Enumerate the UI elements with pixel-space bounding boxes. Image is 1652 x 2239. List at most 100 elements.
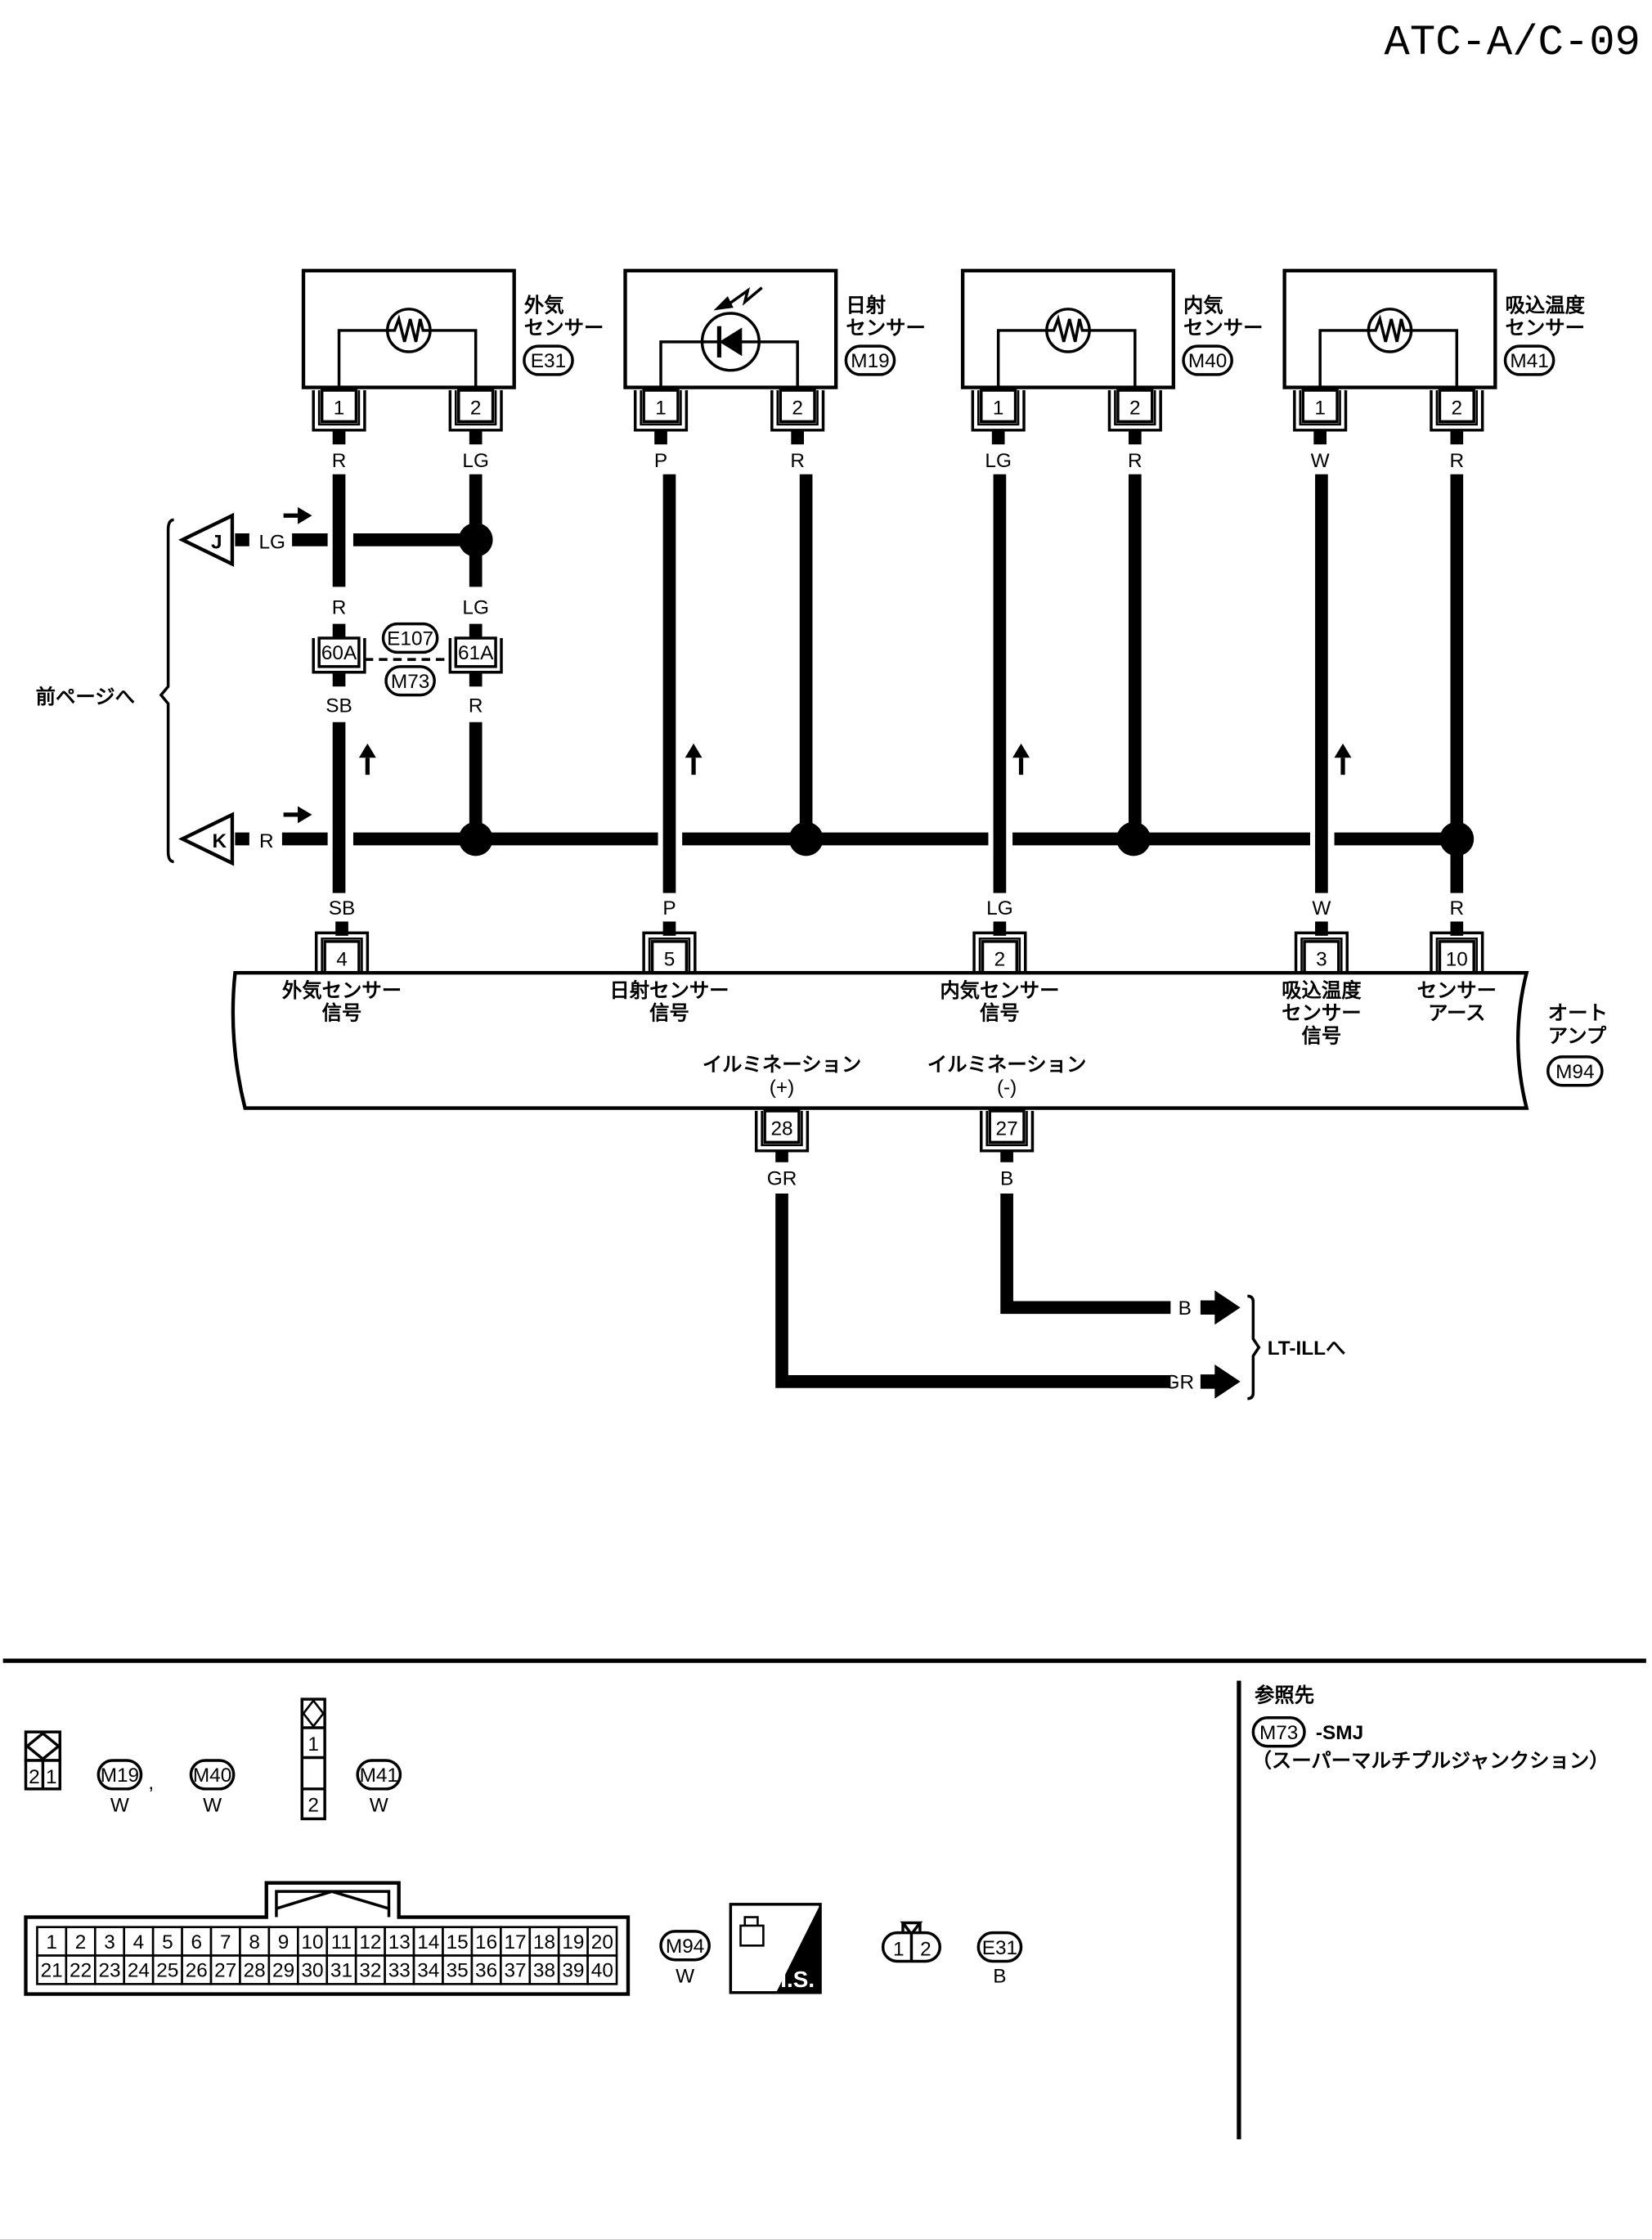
pin-number: 9 xyxy=(278,1931,290,1954)
sensor-name: センサー xyxy=(1506,317,1585,339)
wire-color-label: R xyxy=(1450,450,1465,472)
connector-e31-badge xyxy=(976,1931,1023,1963)
pin-box xyxy=(323,940,361,974)
pin-bracket xyxy=(1300,937,1343,973)
joint-pin-box xyxy=(454,636,497,668)
connector-j-icon xyxy=(178,512,235,567)
amp-connector-label: M94 xyxy=(1555,1061,1594,1083)
pin-box xyxy=(642,389,680,424)
wire-color-label: SB xyxy=(329,897,356,919)
illumination-label: イルミネーション xyxy=(703,1054,861,1076)
connector-m94-label: M94 xyxy=(666,1936,704,1958)
connector-e31-label: E31 xyxy=(982,1937,1017,1959)
arrow-up-icon xyxy=(1012,743,1030,758)
pin-number: 38 xyxy=(533,1960,555,1982)
separator: , xyxy=(148,1772,154,1794)
amp-terminal-label: 内気センサー xyxy=(940,979,1059,1002)
wire-color-label: P xyxy=(662,897,676,919)
illumination-polarity: (-) xyxy=(997,1077,1017,1099)
harness-side-icon xyxy=(776,1904,821,1993)
harness-side-label: H.S. xyxy=(770,1967,815,1992)
arrow-right-icon xyxy=(1200,1290,1241,1325)
connector-lock-icon xyxy=(275,1890,391,1918)
pin-number: 29 xyxy=(272,1960,294,1982)
sensor-connector-badge xyxy=(1503,344,1555,376)
wire-color-label: R xyxy=(1128,450,1142,472)
pin-bracket xyxy=(976,390,1020,426)
arrow-up-icon xyxy=(685,743,703,758)
wire-color-label: LG xyxy=(985,450,1012,472)
pin-number: 20 xyxy=(591,1931,613,1954)
pin-bracket xyxy=(1114,390,1156,426)
amp-terminal-label: アース xyxy=(1428,1003,1485,1025)
pin-number: 28 xyxy=(770,1118,792,1140)
amp-terminal-label: 信号 xyxy=(322,1002,362,1025)
pin-box xyxy=(1438,940,1475,974)
reference-connector-badge xyxy=(1251,1716,1306,1748)
amp-terminal-label: 外気センサー xyxy=(282,979,402,1002)
thermistor-icon xyxy=(387,314,430,343)
pin-cell xyxy=(528,1926,560,1957)
light-ray-icon xyxy=(713,296,734,311)
pin-number: 39 xyxy=(562,1960,584,1982)
pin-number: 25 xyxy=(156,1960,178,1982)
arrow-right-icon xyxy=(298,506,312,524)
connector-color: W xyxy=(110,1795,129,1817)
pin-cell xyxy=(181,1926,213,1957)
pin-number: 19 xyxy=(562,1931,584,1954)
pin-number: 34 xyxy=(417,1960,439,1982)
pin-box xyxy=(980,389,1017,424)
pin-number: 2 xyxy=(470,398,482,420)
pin-cell xyxy=(36,1926,68,1957)
reference-description: （スーパーマルチプルジャンクション） xyxy=(1252,1751,1609,1773)
pin-number: 21 xyxy=(41,1960,63,1982)
sensor-name: 外気 xyxy=(524,294,564,317)
reference-title: 参照先 xyxy=(1255,1684,1314,1707)
pin-cell xyxy=(528,1954,560,1985)
thermistor-icon xyxy=(1046,314,1090,343)
pin-bracket xyxy=(317,390,361,426)
pin-number: 10 xyxy=(301,1931,323,1954)
sensor-connector-label: E31 xyxy=(531,350,566,372)
pin-cell xyxy=(470,1954,502,1985)
pin-box xyxy=(981,940,1019,974)
pin-bracket xyxy=(1299,390,1341,426)
connector-color: B xyxy=(993,1966,1006,1988)
pin-cell xyxy=(354,1954,386,1985)
wire-color-label: LG xyxy=(462,596,489,618)
connector-face xyxy=(24,1730,62,1762)
pin-number: 2 xyxy=(994,948,1006,970)
pin-number: 26 xyxy=(186,1960,208,1982)
wire-color-label: B xyxy=(1000,1168,1013,1190)
pin-number: 2 xyxy=(75,1931,87,1954)
pin-number: 1 xyxy=(46,1931,57,1954)
pin-number: 2 xyxy=(1452,398,1463,420)
amp-terminal-label: 日射センサー xyxy=(609,980,729,1002)
arrow-up-icon xyxy=(358,743,376,758)
pin-number: 23 xyxy=(98,1960,120,1982)
pin-number: 1 xyxy=(308,1733,319,1756)
pin-bracket xyxy=(1294,931,1349,973)
wire-color-label: R xyxy=(469,695,483,717)
connector-m40-label: M40 xyxy=(193,1765,231,1787)
pin-number: 28 xyxy=(244,1960,266,1982)
wire-color-label: P xyxy=(654,450,667,472)
pin-box xyxy=(1438,389,1475,424)
connector-k-icon xyxy=(178,812,235,866)
pin-cell xyxy=(442,1926,474,1957)
illumination-label: イルミネーション xyxy=(927,1054,1086,1076)
pin-number: 40 xyxy=(591,1960,613,1982)
pin-number: 1 xyxy=(1314,398,1326,420)
pin-bracket xyxy=(642,931,697,973)
sensor-connector-label: M41 xyxy=(1510,350,1548,372)
joint-pin-box xyxy=(317,636,361,668)
pin-number: 4 xyxy=(133,1931,145,1954)
pin-number: 1 xyxy=(655,398,667,420)
photodiode-icon xyxy=(719,327,743,357)
connector-glyph-icon xyxy=(739,1916,765,1947)
pin-box xyxy=(779,389,816,424)
pin-bracket xyxy=(648,937,691,973)
wire-color-label: R xyxy=(259,830,274,852)
pin-bracket xyxy=(985,1111,1028,1147)
